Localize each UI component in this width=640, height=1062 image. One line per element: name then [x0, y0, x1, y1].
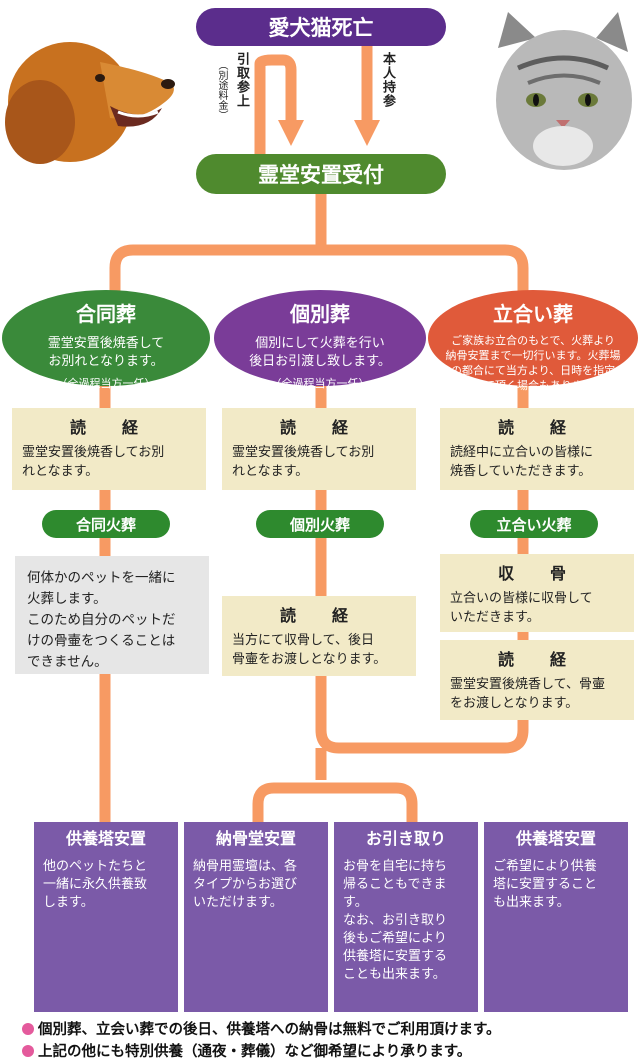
- plan-individual-note: （全過程当方一任）: [270, 377, 370, 390]
- pickup-label: 引取参上: [234, 52, 249, 108]
- attend-after-text-2: をお渡しとなります。: [450, 696, 579, 711]
- option-title: 供養塔安置: [65, 829, 146, 848]
- note-text: 上記の他にも特別供養（通夜・葬儀）など御希望により承ります。: [38, 1044, 472, 1060]
- plan-attend-title: 立合い葬: [493, 302, 573, 326]
- plan-individual-ellipse: 個別葬 個別にして火葬を行い 後日お引渡し致します。 （全過程当方一任）: [214, 290, 426, 390]
- cremation-individual-label: 個別火葬: [289, 515, 350, 534]
- sutra-title: 読 経: [497, 650, 576, 669]
- option-text-line: 一緒に永久供養致: [43, 877, 148, 892]
- option-take-home: お引き取り お骨を自宅に持ち 帰ることもできま す。 なお、お引き取り 後もご希…: [334, 822, 478, 1012]
- option-text-line: 塔に安置すること: [493, 877, 598, 892]
- option-text-line: 供養塔に安置する: [343, 949, 448, 964]
- option-text-line: 後もご希望により: [343, 931, 447, 946]
- cremation-attend-label: 立合い火葬: [496, 515, 572, 534]
- option-title: 納骨堂安置: [215, 829, 296, 848]
- note-text: 個別葬、立会い葬での後日、供養塔への納骨は無料でご利用頂けます。: [38, 1022, 501, 1038]
- sutra-box-individual: 読 経 霊堂安置後焼香してお別 れとなます。: [222, 408, 416, 490]
- joint-note-line-3: このため自分のペットだ: [27, 612, 176, 628]
- bone-collection-text-1: 立合いの皆様に収骨して: [450, 591, 593, 606]
- attend-sutra-after-box: 読 経 霊堂安置後焼香して、骨壷 をお渡しとなります。: [440, 640, 634, 720]
- plan-individual-title: 個別葬: [290, 302, 350, 326]
- bone-collection-text-2: いただきます。: [450, 610, 540, 625]
- individual-after-text-2: 骨壷をお渡しとなります。: [232, 652, 387, 667]
- option-title: 供養塔安置: [515, 829, 596, 848]
- sutra-text-1: 読経中に立合いの皆様に: [450, 445, 594, 460]
- plan-individual-text-1: 個別にして火葬を行い: [255, 336, 385, 351]
- option-text-line: 帰ることもできま: [343, 877, 447, 892]
- sutra-title: 読 経: [497, 418, 576, 437]
- sutra-text-1: 霊堂安置後焼香してお別: [232, 445, 375, 460]
- option-title: お引き取り: [365, 829, 446, 848]
- branch-top-line: [109, 244, 529, 298]
- option-memorial-tower-joint: 供養塔安置 他のペットたちと 一緒に永久供養致 します。: [34, 822, 178, 1012]
- bottom-fan-line: [252, 782, 418, 840]
- pet-death-label: 愛犬猫死亡: [268, 16, 374, 40]
- option-ossuary: 納骨堂安置 納骨用霊壇は、各 タイプからお選び いただけます。: [184, 822, 328, 1012]
- bone-collection-box: 収 骨 立合いの皆様に収骨して いただきます。: [440, 554, 634, 632]
- option-text-line: も出来ます。: [493, 895, 570, 910]
- plan-joint-note: （全過程当方一任）: [56, 377, 156, 390]
- option-text-line: す。: [343, 895, 368, 910]
- pickup-note: （別途料金）: [216, 60, 227, 120]
- dog-photo: [5, 42, 175, 164]
- bring-arrowhead: [354, 120, 380, 146]
- bullet-icon: [22, 1023, 34, 1035]
- attend-after-text-1: 霊堂安置後焼香して、骨壷: [450, 677, 605, 692]
- pickup-arrowhead: [278, 120, 304, 146]
- individual-column-line: [315, 380, 529, 754]
- sutra-text-2: れとなます。: [22, 464, 99, 479]
- pet-death-pill: 愛犬猫死亡: [196, 8, 446, 46]
- sutra-title: 読 経: [69, 418, 148, 437]
- joint-cremation-note: 何体かのペットを一緒に 火葬します。 このため自分のペットだ けの骨壷をつくるこ…: [15, 556, 209, 674]
- option-text-line: 納骨用霊壇は、各: [193, 859, 298, 874]
- cremation-joint-label: 合同火葬: [75, 515, 136, 534]
- plan-attend-text-3: の都合にて当方より、日時を指定: [450, 364, 616, 377]
- option-text-line: いただけます。: [193, 895, 283, 910]
- plan-joint-title: 合同葬: [76, 302, 136, 326]
- option-text-line: 他のペットたちと: [43, 859, 148, 874]
- reception-pill: 霊堂安置受付: [196, 154, 446, 194]
- individual-after-text-1: 当方にて収骨して、後日: [232, 633, 374, 648]
- bullet-icon: [22, 1045, 34, 1057]
- joint-note-line-1: 何体かのペットを一緒に: [27, 570, 176, 586]
- cremation-individual-pill: 個別火葬: [256, 510, 384, 538]
- note-free-ossuary: 個別葬、立会い葬での後日、供養塔への納骨は無料でご利用頂けます。: [22, 1018, 501, 1039]
- plan-joint-text-2: お別れとなります。: [48, 354, 164, 369]
- sutra-text-1: 霊堂安置後焼香してお別: [22, 445, 165, 460]
- plan-joint-ellipse: 合同葬 霊堂安置後焼香して お別れとなります。 （全過程当方一任）: [2, 290, 210, 390]
- plan-individual-text-2: 後日お引渡し致します。: [249, 354, 391, 369]
- sutra-title: 読 経: [279, 418, 358, 437]
- bring-label: 本人持参: [380, 52, 395, 108]
- cat-photo: [496, 12, 632, 170]
- joint-note-line-2: 火葬します。: [27, 591, 107, 607]
- plan-attend-text-4: させて頂く場合もあります。: [462, 379, 604, 392]
- option-text-line: なお、お引き取り: [343, 913, 448, 928]
- individual-sutra-after-box: 読 経 当方にて収骨して、後日 骨壷をお渡しとなります。: [222, 596, 416, 676]
- sutra-box-attend: 読 経 読経中に立合いの皆様に 焼香していただきます。: [440, 408, 634, 490]
- bone-collection-title: 収 骨: [497, 564, 576, 583]
- option-text-line: お骨を自宅に持ち: [343, 859, 448, 874]
- option-memorial-tower-attend: 供養塔安置 ご希望により供養 塔に安置すること も出来ます。: [484, 822, 628, 1012]
- option-text-line: タイプからお選び: [193, 877, 298, 892]
- cremation-joint-pill: 合同火葬: [42, 510, 170, 538]
- note-special-service: 上記の他にも特別供養（通夜・葬儀）など御希望により承ります。: [22, 1040, 471, 1061]
- plan-attend-text-1: ご家族お立合のもとで、火葬より: [451, 334, 615, 347]
- reception-label: 霊堂安置受付: [258, 163, 384, 187]
- sutra-box-joint: 読 経 霊堂安置後焼香してお別 れとなます。: [12, 408, 206, 490]
- sutra-title: 読 経: [279, 606, 358, 625]
- cremation-attend-pill: 立合い火葬: [470, 510, 598, 538]
- sutra-text-2: れとなます。: [232, 464, 309, 479]
- plan-joint-text-1: 霊堂安置後焼香して: [47, 336, 165, 351]
- plan-attend-text-2: 納骨安置まで一切行います。火葬場: [445, 349, 621, 362]
- option-text-line: ことも出来ます。: [343, 967, 446, 982]
- joint-note-line-4: けの骨壷をつくることは: [27, 633, 176, 649]
- option-text-line: ご希望により供養: [493, 859, 597, 874]
- option-text-line: します。: [43, 895, 94, 910]
- plan-attend-ellipse: 立合い葬 ご家族お立合のもとで、火葬より 納骨安置まで一切行います。火葬場 の都…: [428, 290, 638, 392]
- pickup-arrow-line: [254, 54, 297, 168]
- sutra-text-2: 焼香していただきます。: [450, 464, 592, 479]
- joint-note-line-5: できません。: [27, 654, 108, 670]
